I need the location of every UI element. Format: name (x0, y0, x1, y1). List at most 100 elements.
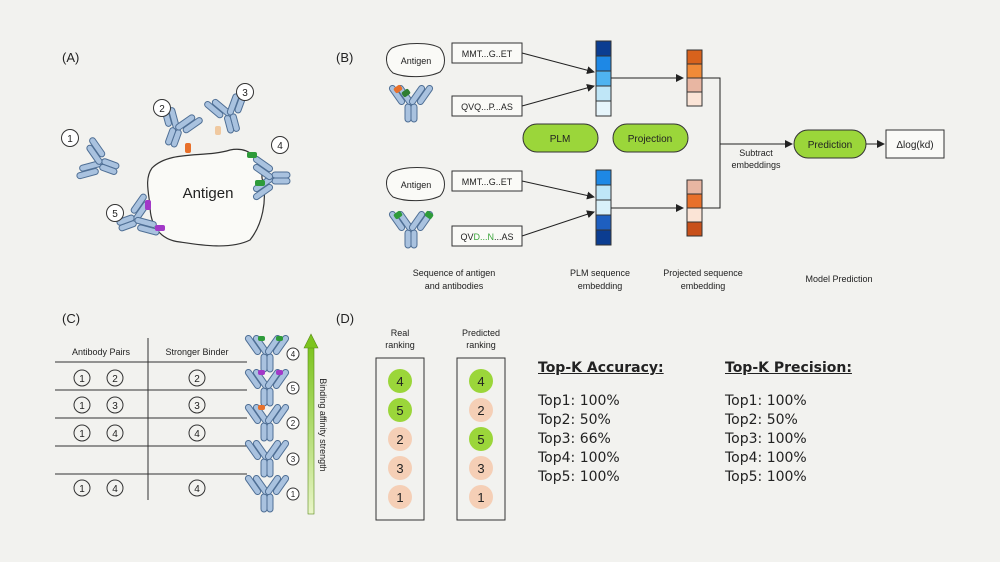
antibody-number-5: 5 (106, 204, 124, 222)
svg-text:4: 4 (112, 484, 118, 495)
projection-pill (612, 123, 689, 153)
real-header-1: Real (391, 328, 410, 338)
real-rank-label: 5 (396, 403, 403, 418)
predicted-rank-label: 3 (477, 461, 484, 476)
affinity-arrow-shaft (307, 345, 315, 515)
real-rank-circle (388, 369, 412, 393)
accuracy-title: Top-K Accuracy: (538, 360, 664, 376)
accuracy-block: Top-K Accuracy: Top1: 100% Top2: 50% Top… (538, 360, 664, 487)
svg-text:1: 1 (67, 134, 73, 145)
epitope-tip-tan (215, 126, 221, 135)
precision-title: Top-K Precision: (725, 360, 852, 376)
panel-d-label: (D) (336, 311, 354, 326)
col-header-pairs: Antibody Pairs (72, 347, 131, 357)
predicted-rank-label: 2 (477, 403, 484, 418)
svg-text:3: 3 (242, 88, 248, 99)
precision-block: Top-K Precision: Top1: 100% Top2: 50% To… (725, 360, 852, 487)
svg-text:1: 1 (79, 484, 85, 495)
predicted-rank-circle (469, 398, 493, 422)
pred-ranking-box (456, 357, 506, 521)
caption-plm-1: PLM sequence (570, 268, 630, 278)
epitope-tip-purple-1 (145, 200, 151, 210)
seq-bottom-antigen: MMT...G..ET (462, 177, 513, 187)
predicted-rank-label: 1 (477, 490, 484, 505)
real-rank-label: 2 (396, 432, 403, 447)
plm-pill (522, 123, 599, 153)
real-rank-circle (388, 456, 412, 480)
predicted-rank-circle (469, 456, 493, 480)
arrow-seq-top-2 (521, 84, 595, 107)
svg-text:1: 1 (79, 401, 85, 412)
svg-text:2: 2 (291, 419, 296, 428)
antibody-number-2: 2 (153, 99, 171, 117)
antigen-label-top: Antigen (401, 56, 432, 66)
arrow-seq-top-1 (521, 52, 595, 75)
subtract-line-bottom (702, 144, 721, 209)
real-rank-label: 1 (396, 490, 403, 505)
ladder-antibody-5: 5 (243, 367, 300, 407)
affinity-arrow-head (303, 333, 319, 349)
real-ranking-box (375, 357, 425, 521)
antigen-blob-top (386, 43, 445, 78)
antibody-number-4: 4 (271, 136, 289, 154)
plm-embedding-bottom (595, 169, 612, 246)
accuracy-row: Top1: 100% (538, 393, 620, 409)
tip-green-bottom-2 (424, 211, 434, 219)
pred-header-2: ranking (466, 340, 496, 350)
svg-text:1: 1 (79, 429, 85, 440)
output-box (885, 129, 945, 159)
epitope-tip-green-2 (255, 180, 265, 186)
precision-row: Top5: 100% (725, 469, 807, 485)
table-row: 1 4 4 (73, 479, 206, 497)
caption-seq-2: and antibodies (425, 281, 484, 291)
svg-text:4: 4 (291, 350, 296, 359)
predicted-rank-label: 5 (477, 432, 484, 447)
antigen-label: Antigen (183, 185, 234, 202)
svg-text:4: 4 (112, 429, 118, 440)
svg-text:5: 5 (291, 384, 296, 393)
svg-text:2: 2 (159, 104, 165, 115)
svg-text:1: 1 (79, 374, 85, 385)
accuracy-row: Top5: 100% (538, 469, 620, 485)
tip-green-top (401, 89, 411, 97)
ladder-antibody-2: 2 (243, 402, 300, 442)
real-rank-label: 4 (396, 374, 403, 389)
panel-b-label: (B) (336, 50, 353, 65)
projection-label: Projection (628, 134, 672, 145)
ladder-antibody-4: 4 (243, 333, 300, 373)
plm-embedding-top (595, 40, 612, 117)
predicted-rank-circle (469, 427, 493, 451)
antigen-label-bottom: Antigen (401, 180, 432, 190)
svg-text:3: 3 (291, 455, 296, 464)
affinity-axis-label: Binding affinity strength (318, 378, 328, 471)
real-rank-circle (388, 398, 412, 422)
seq-bottom-antibody: QVD...N...AS (460, 232, 513, 242)
antibody-1-icon (74, 134, 127, 192)
output-label: Δlog(kd) (896, 140, 933, 151)
svg-text:1: 1 (291, 490, 296, 499)
table-row: 1 3 3 (73, 396, 206, 414)
accuracy-row: Top4: 100% (538, 450, 620, 466)
epitope-tip-purple-2 (155, 225, 165, 231)
accuracy-row: Top3: 66% (538, 431, 611, 447)
subtract-line-top (702, 77, 790, 145)
svg-text:2: 2 (112, 374, 118, 385)
seq-top-antibody: QVQ...P...AS (461, 102, 513, 112)
svg-text:5: 5 (112, 209, 118, 220)
tip-orange-top (393, 85, 403, 93)
arrow-seq-bottom-2 (521, 210, 595, 237)
precision-row: Top2: 50% (725, 412, 798, 428)
plm-label: PLM (550, 134, 571, 145)
predicted-rank-circle (469, 369, 493, 393)
accuracy-row: Top2: 50% (538, 412, 611, 428)
real-header-2: ranking (385, 340, 415, 350)
pred-header-1: Predicted (462, 328, 500, 338)
ladder-antibody-1: 1 (243, 473, 300, 513)
prediction-label: Prediction (808, 140, 852, 151)
svg-text:4: 4 (194, 484, 200, 495)
svg-text:4: 4 (194, 429, 200, 440)
svg-text:4: 4 (277, 141, 283, 152)
